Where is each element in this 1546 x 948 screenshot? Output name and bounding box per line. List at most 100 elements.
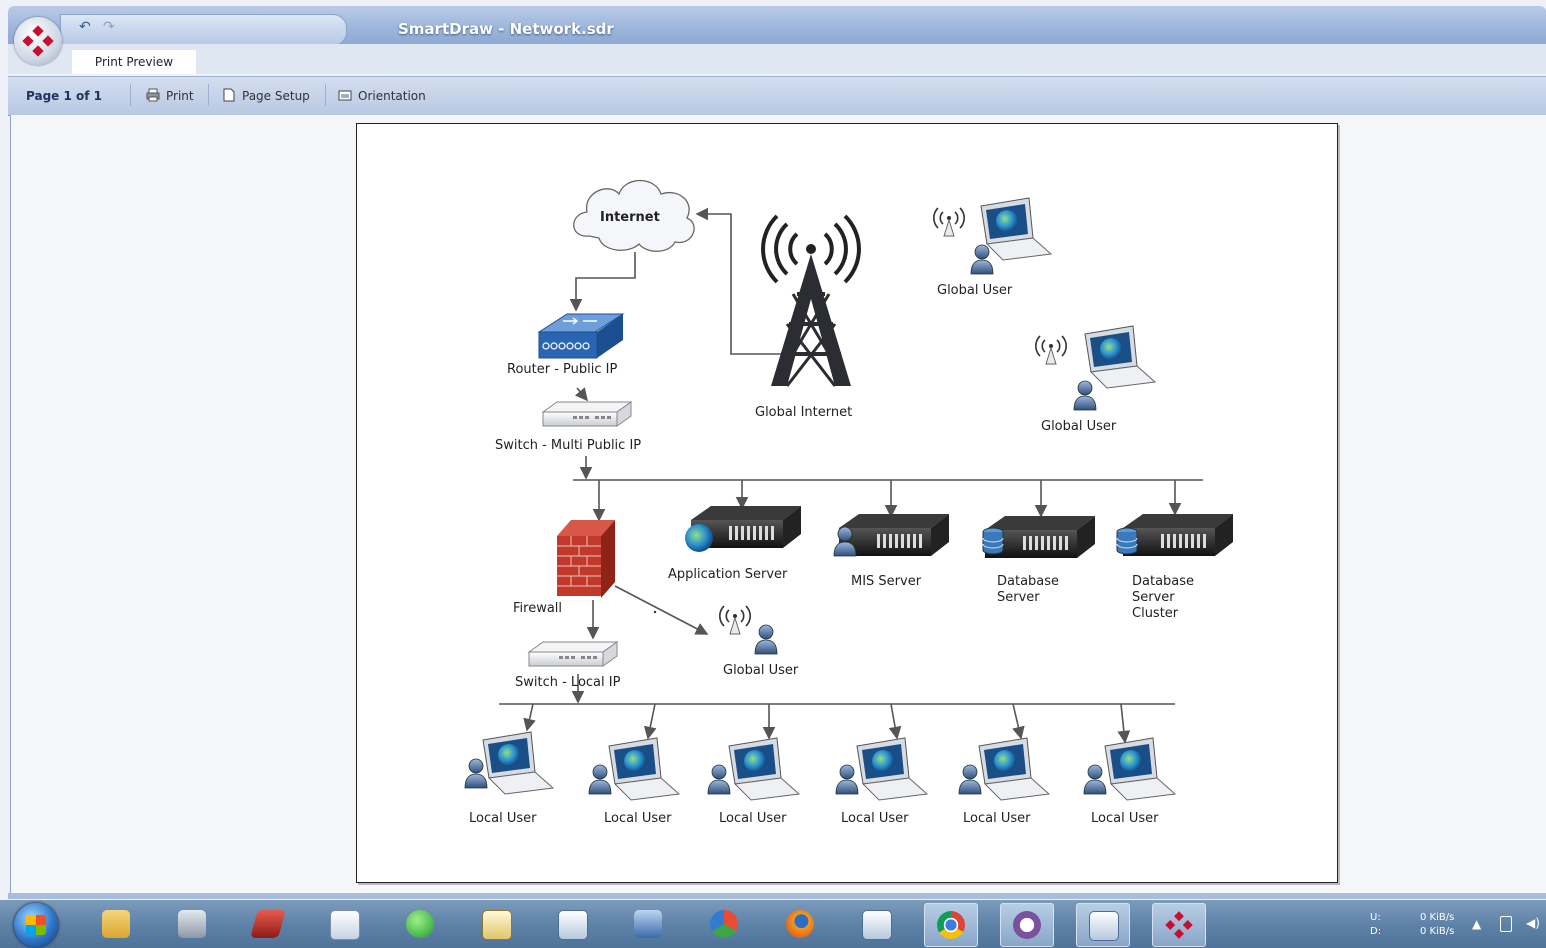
global-user-label: Global User	[937, 283, 1013, 298]
net-meter-values: 0 KiB/s 0 KiB/s	[1420, 911, 1454, 939]
switch-multi-public-icon	[542, 401, 632, 427]
database-cluster-icon	[1116, 514, 1233, 556]
page-setup-label: Page Setup	[242, 89, 310, 103]
tab-print-preview[interactable]: Print Preview	[72, 50, 196, 74]
database-server-label: Database Server	[997, 574, 1060, 605]
chart-app-icon	[482, 910, 512, 940]
local-user-label: Local User	[963, 811, 1031, 826]
smartdraw-logo-icon	[22, 25, 54, 57]
window-frame-bottom	[8, 893, 1546, 899]
mis-server-label: MIS Server	[851, 574, 922, 589]
show-hidden-icons-icon[interactable]: ▲	[1472, 917, 1482, 931]
taskbar-red-book[interactable]	[242, 903, 294, 945]
local-user-label: Local User	[604, 811, 672, 826]
application-server-label: Application Server	[668, 567, 788, 582]
global-user-laptop-icon	[932, 197, 1052, 275]
window-app-icon	[862, 910, 892, 940]
printer-icon	[146, 88, 160, 102]
page-indicator: Page 1 of 1	[26, 89, 102, 103]
window-title: SmartDraw - Network.sdr	[398, 20, 614, 38]
print-button[interactable]: Print	[146, 88, 194, 104]
database-server-icon	[982, 516, 1095, 558]
print-label: Print	[166, 89, 194, 103]
mis-server-icon	[833, 514, 949, 557]
switch-local-label: Switch - Local IP	[515, 675, 621, 690]
database-cluster-label: Database Server Cluster	[1132, 574, 1195, 621]
connector-tower-internet	[695, 207, 812, 355]
net-meter-labels: U: D:	[1370, 911, 1381, 939]
global-user-wireless-icon	[718, 605, 778, 655]
orientation-label: Orientation	[358, 89, 426, 103]
page-setup-button[interactable]: Page Setup	[222, 88, 310, 104]
start-button[interactable]	[14, 903, 58, 947]
network-icon	[634, 910, 662, 938]
firewall-icon	[557, 520, 615, 598]
local-user-label: Local User	[469, 811, 537, 826]
computer-icon	[178, 910, 206, 938]
download-speed: 0 KiB/s	[1420, 926, 1455, 937]
redo-icon[interactable]: ↷	[103, 19, 115, 35]
orientation-icon	[338, 88, 352, 102]
orientation-button[interactable]: Orientation	[338, 88, 426, 104]
taskbar-window-app[interactable]	[546, 903, 598, 945]
taskbar-window-app[interactable]	[850, 903, 902, 945]
local-user-icon	[835, 737, 928, 801]
taskbar-network[interactable]	[622, 903, 674, 945]
taskbar-smartdraw[interactable]	[1152, 903, 1206, 947]
battery-icon[interactable]	[1500, 916, 1512, 932]
connector-router-switch	[574, 387, 589, 402]
router-icon	[537, 313, 625, 359]
local-user-label: Local User	[841, 811, 909, 826]
toolbar-divider	[208, 84, 209, 106]
taskbar-media-player[interactable]	[394, 903, 446, 945]
media-player-icon	[406, 910, 434, 938]
global-internet-label: Global Internet	[755, 405, 853, 420]
toolbar-divider	[325, 84, 326, 106]
volume-icon[interactable]: ◀)	[1526, 916, 1540, 930]
connector-internet-router	[569, 252, 636, 312]
taskbar-firefox[interactable]	[774, 903, 826, 945]
smartdraw-icon	[1165, 911, 1193, 939]
switch-public-label: Switch - Multi Public IP	[495, 438, 642, 453]
global-user-label: Global User	[723, 663, 799, 678]
viber-icon	[1013, 911, 1041, 939]
local-user-icon	[1083, 737, 1176, 801]
upload-label: U:	[1370, 912, 1381, 923]
taskbar-viber[interactable]	[1000, 903, 1054, 947]
red-book-icon	[250, 910, 286, 938]
radio-tower-icon	[761, 214, 861, 387]
undo-icon[interactable]: ↶	[79, 19, 91, 35]
global-user-label: Global User	[1041, 419, 1117, 434]
taskbar	[0, 900, 1546, 948]
internet-cloud-icon	[573, 180, 695, 252]
internet-label: Internet	[600, 210, 660, 225]
taskbar-window-app[interactable]	[1076, 903, 1130, 947]
taskbar-chart-app[interactable]	[470, 903, 522, 945]
document-icon	[330, 910, 360, 940]
ribbon-tab-row	[8, 44, 1546, 74]
local-user-label: Local User	[1091, 811, 1159, 826]
connector-firewall-globaluser	[614, 585, 709, 635]
application-server-icon	[685, 506, 801, 552]
toolbar-divider	[130, 84, 131, 106]
recycle-icon	[710, 910, 738, 938]
network-diagram	[464, 180, 1233, 801]
taskbar-chrome[interactable]	[924, 903, 978, 947]
file-explorer-icon	[102, 910, 130, 938]
quick-access-toolbar: ↶ ↷	[60, 14, 347, 46]
taskbar-recycle[interactable]	[698, 903, 750, 945]
window-app-icon	[558, 910, 588, 940]
download-label: D:	[1370, 926, 1382, 937]
router-label: Router - Public IP	[507, 362, 618, 377]
smartdraw-app-button[interactable]	[14, 17, 62, 65]
firefox-icon	[786, 910, 814, 938]
global-user-laptop-icon	[1034, 325, 1156, 411]
local-user-icon	[707, 737, 800, 801]
taskbar-document[interactable]	[318, 903, 370, 945]
taskbar-computer[interactable]	[166, 903, 218, 945]
taskbar-file-explorer[interactable]	[90, 903, 142, 945]
local-user-icon	[588, 737, 680, 801]
firewall-label: Firewall	[513, 601, 563, 616]
upload-speed: 0 KiB/s	[1420, 912, 1455, 923]
local-user-icon	[464, 731, 554, 795]
